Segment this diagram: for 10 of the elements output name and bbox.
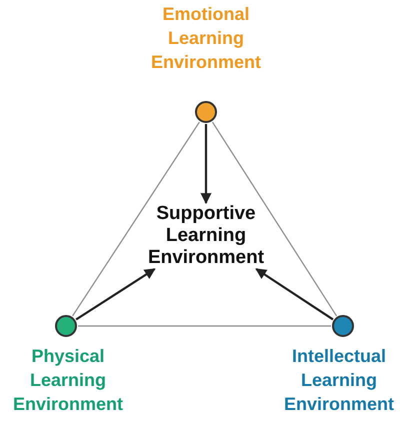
arrow <box>200 124 212 204</box>
center-label: Supportive Learning Environment <box>140 203 272 269</box>
node-caption: Physical Learning Environment <box>12 345 124 416</box>
arrow <box>76 268 156 320</box>
connector-line <box>212 122 338 316</box>
node-caption: Emotional Learning Environment <box>150 3 262 74</box>
node-caption: Intellectual Learning Environment <box>282 345 395 416</box>
connector-line <box>78 325 331 327</box>
arrow <box>255 268 334 320</box>
connector-line <box>72 122 200 316</box>
